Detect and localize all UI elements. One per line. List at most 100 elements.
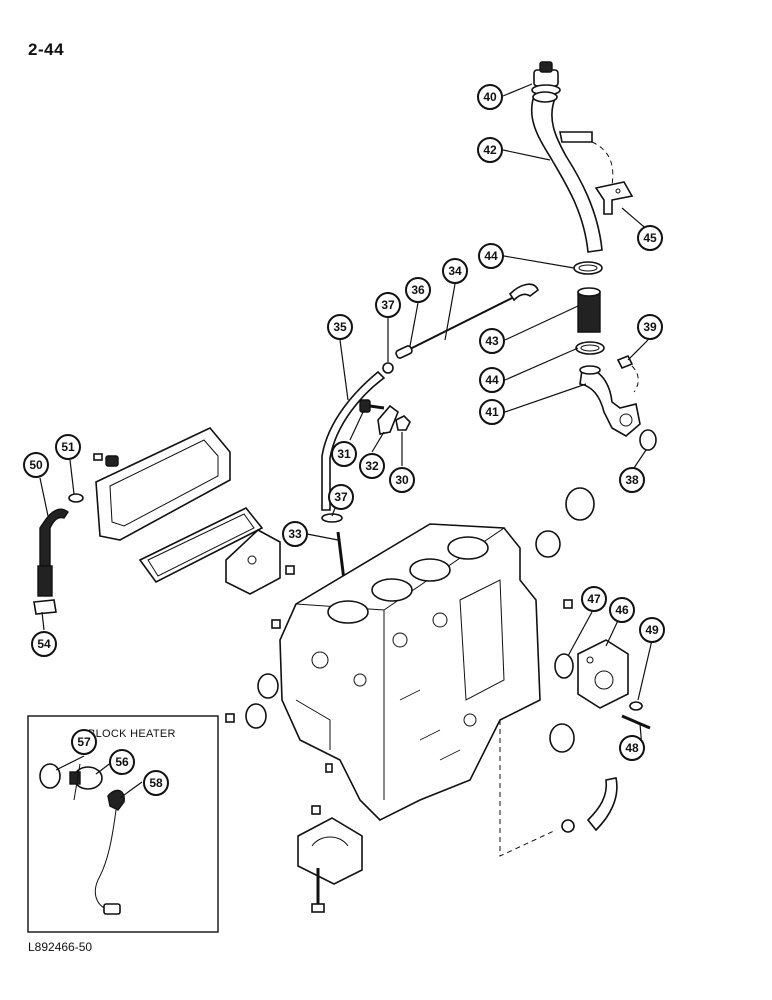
dowel-4 — [325, 763, 333, 773]
o-ring-57 — [39, 763, 61, 789]
dowel-3 — [225, 713, 235, 723]
figure-code: L892466-50 — [28, 940, 93, 954]
bolt-39 — [616, 354, 639, 393]
callout-41: 41 — [479, 399, 505, 425]
tube-clip-lower — [321, 513, 343, 523]
nut-30 — [395, 415, 411, 431]
callout-38: 38 — [619, 467, 645, 493]
oil-filler-cap — [531, 61, 561, 96]
dowel-2 — [271, 619, 281, 629]
svg-text:34: 34 — [448, 264, 462, 278]
inset-title: BLOCK HEATER — [88, 728, 176, 740]
clamp-32 — [377, 404, 399, 435]
callout-31: 31 — [331, 441, 357, 467]
tube-bracket — [594, 181, 634, 215]
svg-text:40: 40 — [483, 90, 497, 104]
expansion-plug-4 — [245, 703, 267, 729]
svg-text:39: 39 — [643, 320, 657, 334]
svg-text:45: 45 — [643, 231, 657, 245]
callout-40: 40 — [477, 84, 503, 110]
callout-44-lower: 44 — [479, 367, 505, 393]
svg-text:58: 58 — [149, 776, 163, 790]
svg-text:42: 42 — [483, 143, 497, 157]
svg-text:47: 47 — [587, 592, 601, 606]
callout-37-upper: 37 — [375, 292, 401, 318]
callout-43: 43 — [479, 328, 505, 354]
svg-text:32: 32 — [365, 459, 379, 473]
block-heater-element — [69, 763, 103, 801]
callout-58: 58 — [143, 770, 169, 796]
svg-text:50: 50 — [29, 458, 43, 472]
expansion-plug-3 — [257, 673, 279, 699]
svg-text:48: 48 — [625, 741, 639, 755]
bolt-48 — [621, 714, 651, 730]
expansion-plug-1 — [565, 487, 595, 521]
callout-32: 32 — [359, 453, 385, 479]
page-number: 2-44 — [28, 40, 65, 59]
main-bearing-bolt — [311, 868, 325, 913]
tube-elbow — [579, 365, 641, 437]
dowel-1 — [285, 565, 295, 575]
breather-hose — [37, 508, 69, 597]
svg-text:37: 37 — [381, 298, 395, 312]
engine-block — [279, 523, 541, 821]
callout-36: 36 — [405, 277, 431, 303]
callout-33: 33 — [282, 521, 308, 547]
side-cover — [93, 427, 231, 541]
dowel-5 — [563, 599, 573, 609]
dipstick — [407, 283, 539, 351]
thermostat-housing — [577, 639, 629, 709]
sealing-ring — [561, 819, 575, 833]
callout-42: 42 — [477, 137, 503, 163]
callout-49: 49 — [639, 617, 665, 643]
svg-text:51: 51 — [61, 440, 75, 454]
callout-48: 48 — [619, 735, 645, 761]
svg-text:56: 56 — [115, 755, 129, 769]
svg-text:44: 44 — [485, 373, 499, 387]
svg-text:35: 35 — [333, 320, 347, 334]
svg-text:41: 41 — [485, 405, 499, 419]
dipstick-sleeve — [395, 345, 413, 359]
bolt-31 — [359, 399, 385, 413]
front-cover-plate — [225, 529, 281, 595]
svg-text:44: 44 — [484, 249, 498, 263]
main-bearing-cap — [297, 805, 363, 885]
o-ring-38 — [639, 429, 657, 451]
oil-filler-tube — [530, 91, 614, 253]
o-ring-47 — [554, 653, 574, 679]
callout-50: 50 — [23, 452, 49, 478]
callout-57: 57 — [71, 729, 97, 755]
callout-35: 35 — [327, 314, 353, 340]
expansion-plug-2 — [535, 530, 561, 558]
callout-30: 30 — [389, 467, 415, 493]
side-cover-gasket — [138, 506, 264, 584]
svg-text:46: 46 — [615, 603, 629, 617]
svg-text:30: 30 — [395, 473, 409, 487]
callout-56: 56 — [109, 749, 135, 775]
dashed-leader-lower — [499, 720, 557, 857]
hose-clamp-upper — [573, 261, 603, 275]
svg-text:37: 37 — [334, 490, 348, 504]
svg-text:38: 38 — [625, 473, 639, 487]
coolant-pipe — [586, 777, 618, 832]
svg-text:43: 43 — [485, 334, 499, 348]
hose — [577, 287, 601, 333]
callout-47: 47 — [581, 586, 607, 612]
callout-44-upper: 44 — [478, 243, 504, 269]
hose-clamp-lower — [575, 341, 605, 355]
stud-33 — [336, 531, 346, 581]
svg-text:57: 57 — [77, 735, 91, 749]
callout-34: 34 — [442, 258, 468, 284]
svg-text:31: 31 — [337, 447, 351, 461]
callout-54: 54 — [31, 631, 57, 657]
expansion-plug-5 — [549, 723, 575, 753]
svg-text:36: 36 — [411, 283, 425, 297]
svg-text:54: 54 — [37, 637, 51, 651]
hose-bracket-54 — [33, 599, 57, 615]
callout-45: 45 — [637, 225, 663, 251]
washer-49 — [629, 701, 643, 711]
tube-clip-upper — [382, 362, 394, 374]
callout-46: 46 — [609, 597, 635, 623]
svg-text:33: 33 — [288, 527, 302, 541]
